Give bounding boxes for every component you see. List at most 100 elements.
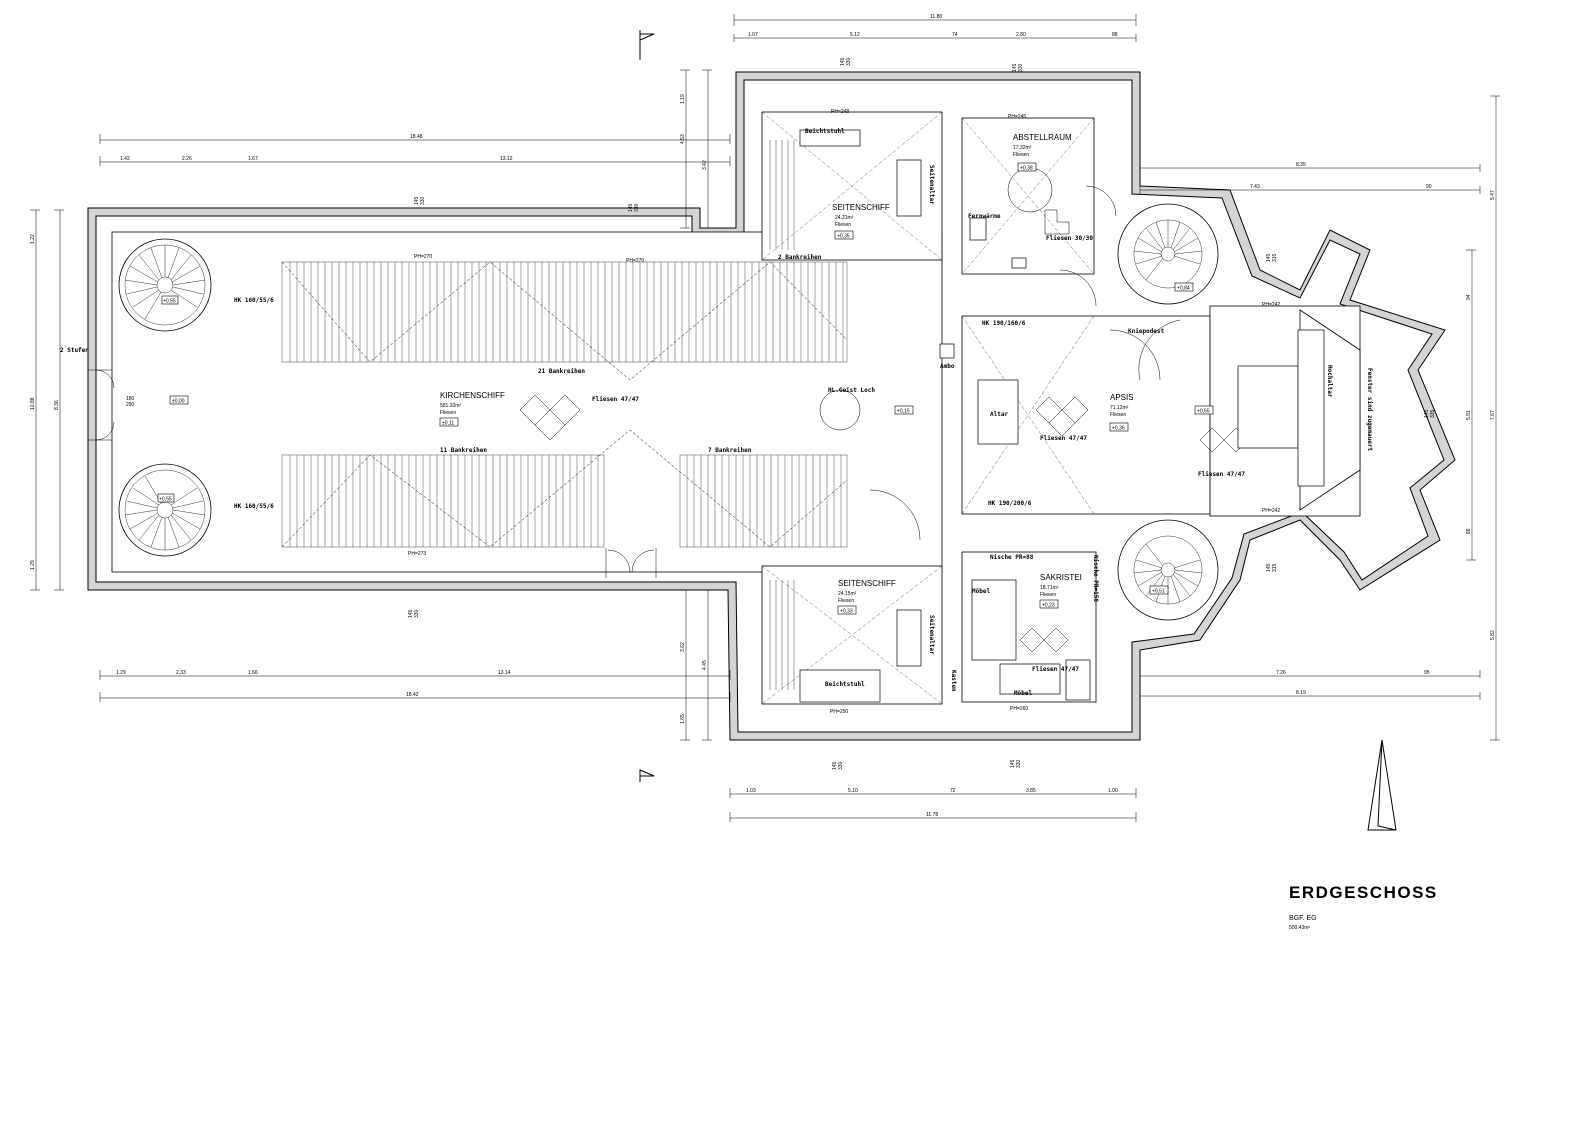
room-level-seitenschiff-s: +0,33 [840,609,853,615]
dim-nw-2: 2.26 [182,156,192,162]
dim-bot-total: 11.78 [926,812,938,818]
dim-left-3: 8.36 [54,400,60,410]
label-kniepodest: Kniepodest [1128,328,1165,335]
dim-sw-3: 1.66 [248,670,258,676]
dim-right-2: 94 [1466,294,1472,300]
walls [87,71,1456,741]
room-name-seitenschiff-s: SEITENSCHIFF [838,579,896,588]
sheet-subtitle: BGF. EG [1289,915,1317,922]
label-niche1: Nische PR=88 [990,554,1034,561]
room-level-sakristei: +0,23 [1042,603,1055,609]
room-area-apsis: 71.12m² [1110,405,1129,411]
dim-right-3: 5.91 [1466,410,1472,420]
label-beichtstuhl-s: Beichtstuhl [825,681,865,688]
room-area-kirchenschiff: 581.32m² [440,403,461,409]
room-floor-apsis: Fliesen [1110,412,1126,418]
dim-v-2: 4.53 [680,134,686,144]
room-level-kirchenschiff: ±0,11 [442,421,454,427]
room-level-seitenschiff-n: +0,35 [837,234,850,240]
label-hk4: HK 190/200/6 [988,500,1032,507]
room-floor-seitenschiff-n: Fliesen [835,222,851,228]
dim-bot-1: 1.03 [746,788,756,794]
label-fliesen-abst: Fliesen 30/30 [1046,235,1093,242]
room-level-abstellraum: +0,38 [1020,166,1033,172]
label-ambo: Ambo [940,363,955,370]
dim-top-3: 74 [952,32,958,38]
windim-s3: 145330 [1010,759,1022,768]
dim-ne-3: 90 [1426,184,1432,190]
parapet-n3: PH=248 [831,109,849,115]
room-level-apsis: +0,36 [1112,426,1125,432]
room-labels: KIRCHENSCHIFF 581.32m² Fliesen ±0,11 SEI… [439,133,1134,615]
dim-right-4: 7.67 [1490,410,1496,420]
dim-v-6: 1.65 [680,714,686,724]
room-name-abstellraum: ABSTELLRAUM [1013,133,1072,142]
north-arrow-icon [1367,739,1397,831]
label-stufen: 2 Stufen [60,347,89,354]
label-fliesen-sakr: Fliesen 47/47 [1032,666,1079,673]
windim-n2: 145330 [628,203,640,212]
dim-sw-total: 18.42 [406,692,419,698]
label-hl-geist: HL.Geist Loch [828,387,875,394]
dim-right-6: 5.82 [1490,630,1496,640]
label-hk3: HK 190/160/6 [982,320,1026,327]
parapet-s2: PH=250 [830,709,848,715]
parapet-s3: PH=260 [1010,706,1028,712]
label-tower-w2-level: +0,55 [159,497,172,503]
label-altar: Altar [990,411,1008,418]
parapet-e1: PH=242 [1262,302,1280,308]
room-floor-abstellraum: Fliesen [1013,152,1029,158]
room-area-sakristei: 18.71m² [1040,585,1059,591]
dim-se-3: 8.19 [1296,690,1306,696]
label-fenster: Fenster sind zugemauert [1366,368,1373,451]
label-tower-se-level: +0,51 [1152,589,1165,595]
room-floor-seitenschiff-s: Fliesen [838,598,854,604]
dim-right-1: 5.47 [1490,190,1496,200]
dim-v-4: 3.62 [680,642,686,652]
parapet-n1: PH=270 [414,254,432,260]
label-bank7: 7 Bankreihen [708,447,752,454]
dim-nw-3: 1.67 [248,156,258,162]
room-floor-sakristei: Fliesen [1040,592,1056,598]
dim-bot-2: 5.10 [848,788,858,794]
room-name-apsis: APSIS [1110,393,1134,402]
parapet-n2: PH=270 [626,258,644,264]
dim-left-4: 1.29 [30,560,36,570]
windim-n3: 145330 [840,57,852,66]
label-bank21: 21 Bankreihen [538,368,585,375]
room-name-kirchenschiff: KIRCHENSCHIFF [440,391,505,400]
dim-v-5: 4.45 [702,660,708,670]
windim-e2: 145315 [1266,563,1278,572]
window-annotations: PH=270 PH=270 PH=248 PH=245 PH=273 PH=25… [408,57,1436,770]
dim-ne-2: 7.43 [1250,184,1260,190]
label-bank2: 2 Bankreihen [778,254,822,261]
windim-e3: 145335 [1424,409,1436,418]
dim-left-2: 10.88 [30,397,36,410]
dim-top-4: 2.80 [1016,32,1026,38]
label-seitenaltar-s: Seitenaltar [928,615,935,655]
room-floor-kirchenschiff: Fliesen [440,410,456,416]
dim-nw-total: 18.48 [410,134,423,140]
section-markers [639,30,655,782]
door-swings [88,185,1181,578]
dim-top-2: 5.12 [850,32,860,38]
dim-sw-4: 13.14 [498,670,511,676]
windim-s1: 145330 [408,609,420,618]
label-moebel2: Möbel [1014,690,1032,697]
label-entrance-level: ±0,00 [172,399,185,405]
dim-ne-1: 8.35 [1296,162,1306,168]
parapet-e2: PH=242 [1262,508,1280,514]
pews [281,140,848,690]
windim-n1: 145330 [414,196,426,205]
dim-nw-1: 1.42 [120,156,130,162]
parapet-n4: PH=245 [1008,114,1026,120]
room-area-seitenschiff-n: 24.21m² [835,215,854,221]
label-fliesen-seite: Fliesen 47/47 [1198,471,1245,478]
dimension-texts: 11.80 1.07 5.12 74 2.80 88 18.48 1.42 2.… [30,14,1496,818]
dim-se-2: 95 [1424,670,1430,676]
dim-top-5: 88 [1112,32,1118,38]
dim-se-1: 7.26 [1276,670,1286,676]
parapet-s1: PH=273 [408,551,426,557]
